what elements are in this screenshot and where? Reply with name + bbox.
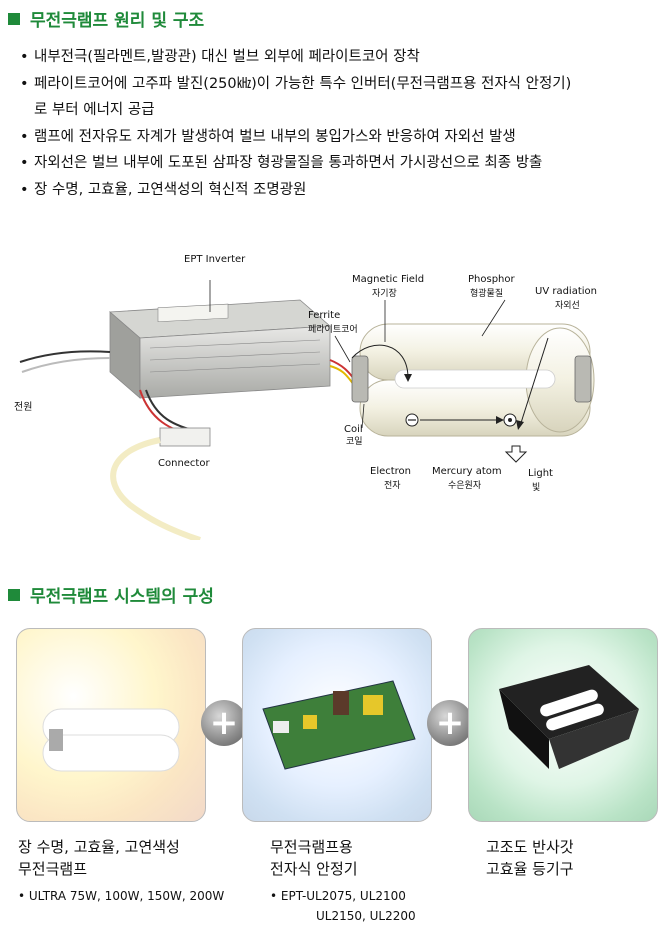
caption-line: 전자식 안정기 [270,860,358,878]
label-light-ko: 빛 [532,482,540,493]
label-coil-ko: 코일 [346,436,363,447]
caption-sub: UL2150, UL2200 [316,909,416,923]
label-electron: Electron [370,466,411,477]
card-lamp [16,628,206,822]
label-connector: Connector [158,458,210,469]
label-mercury-atom-ko: 수은원자 [448,480,482,491]
caption-line: 무전극램프용 [270,838,353,856]
principle-bullet-list: 내부전극(필라멘트,발광관) 대신 벌브 외부에 페라이트코어 장착 페라이트코… [20,44,650,203]
caption-line: 무전극램프 [18,860,88,878]
caption-line: 고효율 등기구 [486,860,574,878]
label-light: Light [528,468,553,479]
caption-sub: • ULTRA 75W, 100W, 150W, 200W [18,889,225,903]
electrodeless-lamp [351,323,595,463]
label-magnetic-field: Magnetic Field [352,274,424,285]
square-bullet-icon [8,588,20,601]
label-electron-ko: 전자 [384,480,401,491]
section1-title-text: 무전극램프 원리 및 구조 [30,11,205,31]
lamp-image [42,708,180,772]
label-power: 전원 [14,401,32,413]
label-uv-radiation: UV radiation [535,286,597,297]
label-phosphor: Phosphor [468,274,516,285]
bullet-item: 장 수명, 고효율, 고연색성의 혁신적 조명광원 [20,177,650,204]
section2-title-text: 무전극램프 시스템의 구성 [30,587,214,607]
square-bullet-icon [8,12,20,25]
bullet-item-continuation: 로 부터 에너지 공급 [34,102,155,118]
label-coil: Coil [344,424,363,435]
bullet-item: 램프에 전자유도 자계가 발생하여 벌브 내부의 봉입가스와 반응하여 자외선 … [20,124,650,151]
caption-sub: • EPT-UL2075, UL2100 [270,889,406,903]
label-mercury-atom: Mercury atom [432,466,502,477]
ept-inverter-device [108,299,332,399]
label-ept-inverter: EPT Inverter [184,254,246,265]
caption-line: 장 수명, 고효율, 고연색성 [18,838,180,856]
ballast-pcb-image [262,680,416,770]
label-ferrite: Ferrite [308,310,340,321]
fixture-image [499,665,639,769]
label-magnetic-field-ko: 자기장 [372,288,397,299]
label-ferrite-ko: 페라이트코어 [308,324,358,335]
caption-lamp: 장 수명, 고효율, 고연색성 무전극램프 • ULTRA 75W, 100W,… [18,836,224,906]
lamp-structure-diagram: EPT Inverter Magnetic Field 자기장 Phosphor… [14,254,597,540]
label-phosphor-ko: 형광물질 [470,287,503,299]
section2-title: 무전극램프 시스템의 구성 [8,582,214,607]
caption-fixture: 고조도 반사갓 고효율 등기구 [486,836,574,880]
plus-icon: + [427,700,473,746]
caption-line: 고조도 반사갓 [486,838,574,856]
card-fixture [468,628,658,822]
plus-icon: + [201,700,247,746]
section1-title: 무전극램프 원리 및 구조 [8,6,204,31]
label-uv-radiation-ko: 자외선 [555,299,580,311]
caption-ballast: 무전극램프용 전자식 안정기 • EPT-UL2075, UL2100 UL21… [270,836,416,926]
bullet-item: 페라이트코어에 고주파 발진(250㎑)이 가능한 특수 인버터(무전극램프용 … [20,71,650,98]
card-ballast [242,628,432,822]
bullet-item: 내부전극(필라멘트,발광관) 대신 벌브 외부에 페라이트코어 장착 [20,44,650,71]
bullet-item: 자외선은 벌브 내부에 도포된 삼파장 형광물질을 통과하면서 가시광선으로 최… [20,150,650,177]
